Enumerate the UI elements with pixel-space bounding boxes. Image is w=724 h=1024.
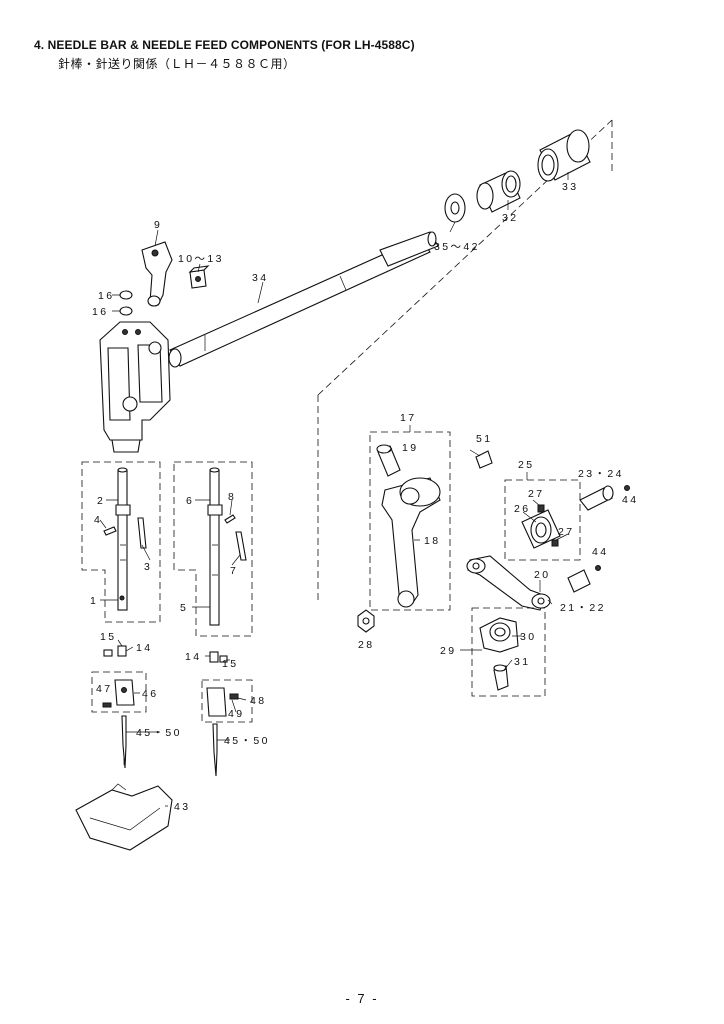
callout-51: 51 — [476, 433, 492, 445]
callout-44b: 44 — [592, 546, 608, 558]
snap-ring-16 — [119, 290, 133, 316]
callout-1: 1 — [90, 595, 98, 607]
callout-32: 32 — [502, 212, 518, 224]
callout-15b: 15 — [222, 658, 238, 670]
guide-3 — [137, 517, 147, 549]
callout-43: 43 — [174, 801, 190, 813]
callout-3: 3 — [144, 561, 152, 573]
callout-15a: 15 — [100, 631, 116, 643]
needle-bar-5 — [207, 467, 223, 626]
callout-9: 9 — [154, 219, 162, 231]
washer-35-42 — [444, 193, 466, 223]
callout-4: 4 — [94, 514, 102, 526]
leader-lines — [99, 172, 569, 807]
callout-35-42: 35～42 — [434, 241, 480, 253]
callout-46: 46 — [142, 688, 158, 700]
callout-25: 25 — [518, 459, 534, 471]
callout-33: 33 — [562, 181, 578, 193]
callout-27b: 27 — [558, 526, 574, 538]
callout-16b: 16 — [92, 306, 108, 318]
callout-5: 5 — [180, 602, 188, 614]
link-20 — [466, 555, 551, 611]
needle-clamp-46 — [102, 679, 135, 708]
callout-47: 47 — [96, 683, 112, 695]
callout-14b: 14 — [185, 651, 201, 663]
callout-45-50a: 45・50 — [136, 727, 182, 739]
callout-45-50b: 45・50 — [224, 735, 270, 747]
screw-8 — [224, 514, 236, 524]
callout-34: 34 — [252, 272, 268, 284]
needle-45-50 — [121, 715, 218, 777]
stud-23-24 — [579, 485, 630, 511]
callout-48: 48 — [250, 695, 266, 707]
page-number: - 7 - — [345, 991, 379, 1006]
callout-18: 18 — [424, 535, 440, 547]
page-title: 4. NEEDLE BAR & NEEDLE FEED COMPONENTS (… — [34, 38, 415, 52]
main-shaft-34 — [168, 231, 439, 368]
callout-30: 30 — [520, 631, 536, 643]
bushing-32 — [476, 170, 521, 213]
callout-14a: 14 — [136, 642, 152, 654]
callout-29: 29 — [440, 645, 456, 657]
callout-23-24: 23・24 — [578, 468, 624, 480]
needle-bar-1 — [115, 467, 131, 611]
needle-bar-crank-9 — [141, 241, 173, 307]
needle-clamp-48 — [206, 687, 239, 717]
page-subtitle: 針棒・針送り関係（ＬＨ－４５８８Ｃ用） — [58, 57, 296, 71]
callout-16a: 16 — [98, 290, 114, 302]
callout-21-22: 21・22 — [560, 602, 606, 614]
hinge-screw-19 — [376, 444, 401, 477]
callout-28: 28 — [358, 639, 374, 651]
needle-clamp-screws-14-15 — [103, 645, 228, 663]
callout-44a: 44 — [622, 494, 638, 506]
guide-7 — [235, 531, 247, 561]
needle-bar-frame — [99, 321, 171, 453]
stopper-screw-4 — [103, 526, 117, 536]
callout-26: 26 — [514, 503, 530, 515]
needle-guard-43 — [75, 783, 173, 851]
callout-27a: 27 — [528, 488, 544, 500]
callout-10-13: 10～13 — [178, 253, 224, 265]
callout-49: 49 — [228, 708, 244, 720]
callout-7: 7 — [230, 565, 238, 577]
callout-17: 17 — [400, 412, 416, 424]
crank-30 — [479, 617, 519, 653]
callout-6: 6 — [186, 495, 194, 507]
screw-31 — [493, 664, 509, 691]
eccentric-26 — [521, 504, 561, 549]
bushing-33 — [537, 129, 591, 182]
slide-block-10-13 — [188, 265, 210, 289]
hinge-pin-21-22 — [567, 565, 601, 593]
callout-8: 8 — [228, 491, 236, 503]
needle-feed-arm-18 — [381, 477, 441, 608]
nut-28 — [357, 609, 375, 633]
callout-19: 19 — [402, 442, 418, 454]
callout-2: 2 — [97, 495, 105, 507]
callout-31: 31 — [514, 656, 530, 668]
callout-20: 20 — [534, 569, 550, 581]
set-screw-51 — [475, 450, 493, 469]
